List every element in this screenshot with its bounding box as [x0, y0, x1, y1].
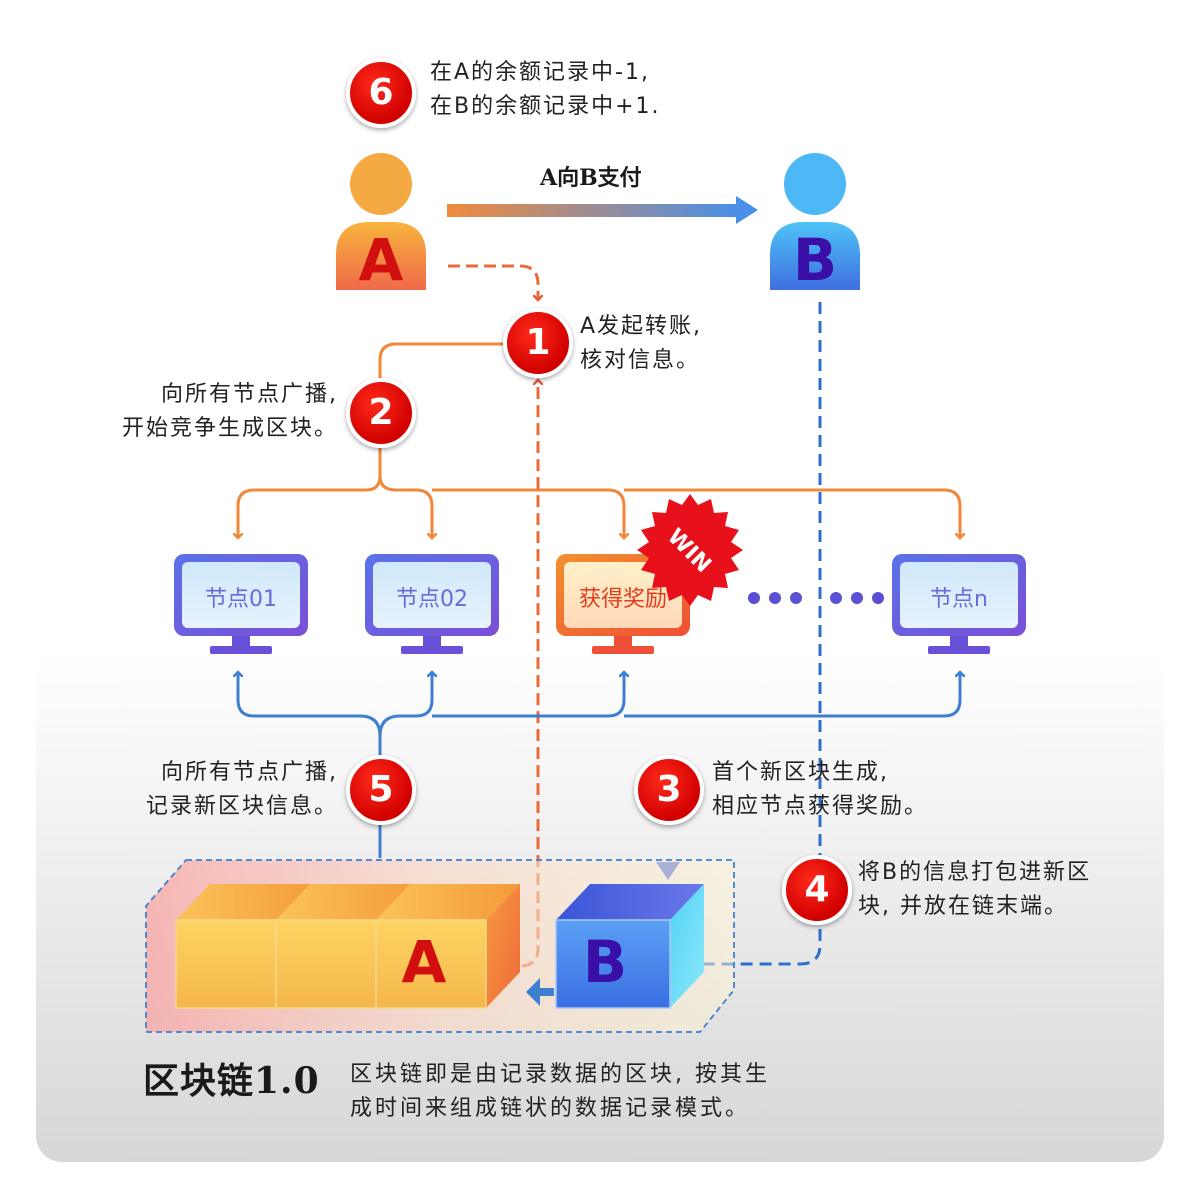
block-b-letter: B — [582, 928, 628, 996]
step3-line1: 首个新区块生成, — [712, 760, 889, 785]
step2-badge: 2 — [346, 378, 416, 448]
ellipsis-dots — [748, 592, 884, 604]
step5-line2: 记录新区块信息。 — [145, 794, 338, 819]
step4-text: 将B的信息打包进新区 块, 并放在链末端。 — [858, 856, 1091, 924]
win-starburst-icon — [637, 494, 743, 606]
step5-text: 向所有节点广播, 记录新区块信息。 — [146, 756, 338, 824]
step1-to-step2-line — [378, 342, 506, 378]
step3-badge: 3 — [634, 755, 704, 825]
node-label-01: 节点01 — [205, 587, 277, 612]
person-a-letter: A — [358, 226, 404, 294]
step5-line1: 向所有节点广播, — [161, 760, 338, 785]
step1-line2: 核对信息。 — [580, 348, 701, 373]
node-label-winner: 获得奖励 — [578, 587, 667, 612]
footer-line1: 区块链即是由记录数据的区块, 按其生 — [350, 1062, 770, 1087]
step6-line1: 在A的余额记录中-1, — [430, 60, 650, 85]
person-b-letter: B — [792, 226, 838, 294]
step3-text: 首个新区块生成, 相应节点获得奖励。 — [712, 756, 928, 824]
step1-line1: A发起转账, — [580, 314, 703, 339]
block-cube-a — [375, 884, 520, 1009]
person-b-icon — [770, 153, 860, 290]
step1-text: A发起转账, 核对信息。 — [580, 310, 702, 378]
payment-arrow — [447, 196, 758, 224]
payment-label: A向B支付 — [540, 165, 642, 191]
node-monitor-02 — [365, 554, 499, 654]
step4-badge: 4 — [782, 855, 852, 925]
step6-badge: 6 — [346, 58, 416, 128]
block-cube-b — [555, 884, 704, 1009]
person-a-icon — [336, 153, 426, 290]
step5-badge: 5 — [346, 755, 416, 825]
a-to-step1-arrow — [448, 264, 538, 300]
footer-title: 区块链1.0 — [143, 1060, 320, 1102]
node-label-n: 节点n — [930, 587, 988, 612]
broadcast-tree-top — [238, 446, 960, 538]
broadcast-tree-bottom — [238, 672, 960, 858]
b-to-block-arrow — [630, 302, 822, 964]
node-label-02: 节点02 — [396, 587, 468, 612]
step3-line2: 相应节点获得奖励。 — [712, 794, 929, 819]
node-monitor-n — [892, 554, 1026, 654]
step4-line1: 将B的信息打包进新区 — [858, 860, 1092, 885]
step2-text: 向所有节点广播, 开始竞争生成区块。 — [122, 378, 338, 446]
step4-line2: 块, 并放在链末端。 — [858, 894, 1068, 919]
b-to-a-link-arrow — [526, 978, 554, 1006]
step2-line1: 向所有节点广播, — [161, 382, 338, 407]
footer-line2: 成时间来组成链状的数据记录模式。 — [350, 1096, 751, 1121]
step2-line2: 开始竞争生成区块。 — [121, 416, 338, 441]
step6-line2: 在B的余额记录中+1. — [430, 94, 661, 119]
step1-badge: 1 — [503, 308, 573, 378]
step6-text: 在A的余额记录中-1, 在B的余额记录中+1. — [430, 56, 661, 124]
node-monitor-01 — [174, 554, 308, 654]
footer-description: 区块链即是由记录数据的区块, 按其生 成时间来组成链状的数据记录模式。 — [350, 1058, 770, 1126]
block-a-letter: A — [401, 928, 447, 996]
